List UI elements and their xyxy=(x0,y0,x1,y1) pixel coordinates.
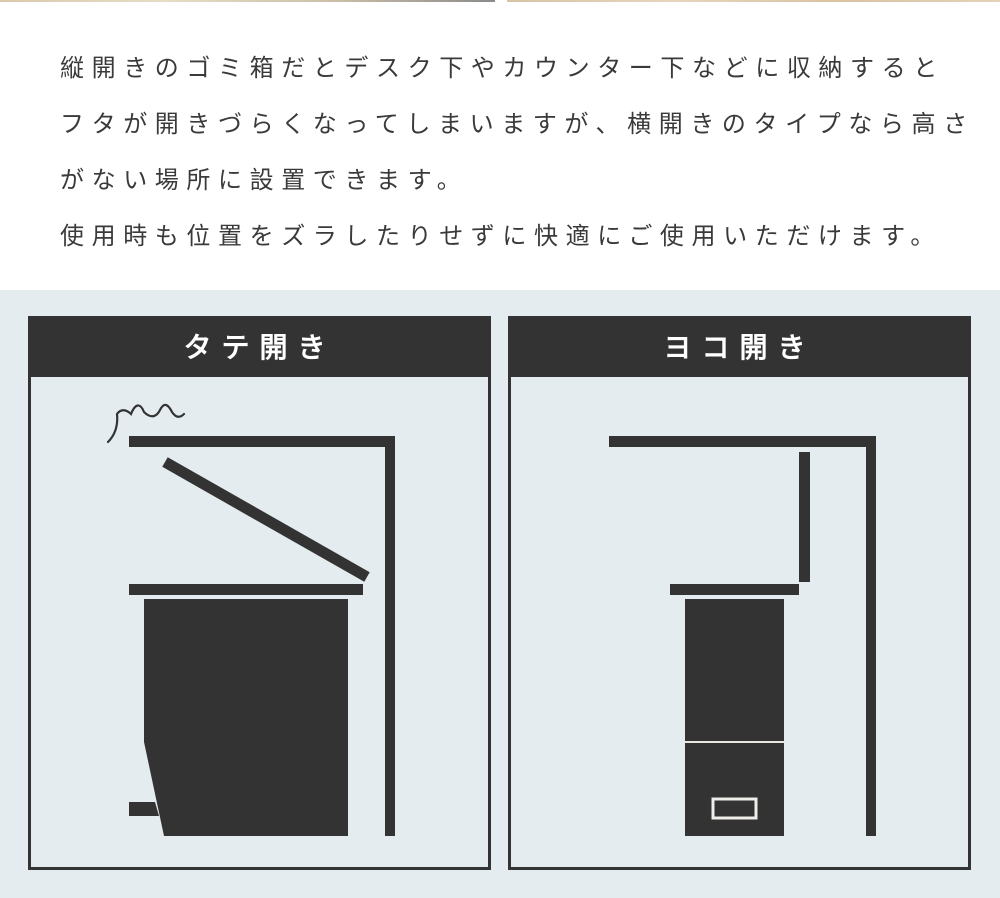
photo-strip xyxy=(507,0,1000,2)
counter-side xyxy=(385,436,395,836)
can-body xyxy=(685,599,784,836)
counter-top xyxy=(129,436,395,447)
can-rim xyxy=(129,584,363,595)
open-lid xyxy=(162,457,370,582)
intro-line: がない場所に設置できます。 xyxy=(60,166,469,194)
intro-line: フタが開きづらくなってしまいますが、横開きのタイプなら高さ xyxy=(60,110,975,138)
can-body xyxy=(144,599,348,836)
photo-strip xyxy=(0,0,495,2)
vertical-open-trash-can-illustration xyxy=(106,403,395,836)
drawer-handle xyxy=(711,797,758,820)
foot-pedal xyxy=(129,802,159,816)
comparison-section: タテ開き ヨコ開き xyxy=(0,290,1000,898)
open-lid xyxy=(799,452,810,582)
counter-side xyxy=(866,436,876,836)
side-open-trash-can-illustration xyxy=(609,436,876,836)
counter-top xyxy=(609,436,876,447)
panel-vertical-open: タテ開き xyxy=(28,316,491,870)
intro-text: 縦開きのゴミ箱だとデスク下やカウンター下などに収納すると フタが開きづらくなって… xyxy=(60,40,975,264)
panel-title: タテ開き xyxy=(31,319,488,377)
intro-line: 縦開きのゴミ箱だとデスク下やカウンター下などに収納すると xyxy=(60,54,945,82)
panel-side-open: ヨコ開き xyxy=(508,316,971,870)
impact-scribble-icon xyxy=(106,403,186,444)
intro-line: 使用時も位置をズラしたりせずに快適にご使用いただけます。 xyxy=(60,222,942,250)
panel-title: ヨコ開き xyxy=(511,319,968,377)
can-rim xyxy=(670,584,799,595)
